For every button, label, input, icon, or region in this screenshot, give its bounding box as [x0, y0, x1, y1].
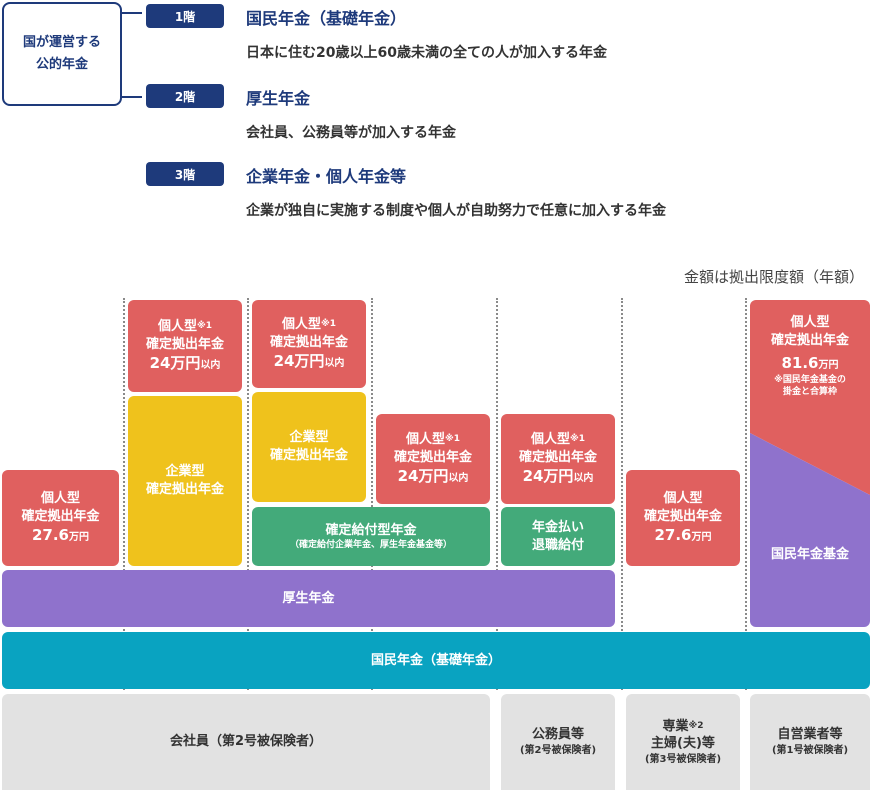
company-employee-group: 会社員（第2号被保険者）: [2, 694, 490, 790]
defined-benefit-block: 確定給付型年金 （確定給付企業年金、厚生年金基金等）: [252, 507, 490, 566]
tier-1-desc: 日本に住む20歳以上60歳未満の全ての人が加入する年金: [246, 45, 607, 61]
corporate-dc-block-column3: 企業型 確定拠出年金: [252, 392, 366, 502]
self-employed-combined-block: 個人型 確定拠出年金 81.6万円 ※国民年金基金の 掛金と合算枠 国民年金基金: [750, 300, 870, 627]
national-pension-fund-label: 国民年金基金: [770, 547, 849, 562]
ideco-area: [750, 300, 870, 495]
tier-2-badge: 2階: [146, 84, 224, 108]
amount-note: 金額は拠出限度額（年額）: [683, 268, 864, 286]
tier-2-title: 厚生年金: [246, 89, 311, 108]
column-divider: [621, 298, 623, 690]
civil-servant-group: 公務員等 (第2号被保険者): [501, 694, 615, 790]
column-divider: [496, 298, 498, 690]
column-divider: [123, 298, 125, 690]
national-pension-block: 国民年金（基礎年金）: [2, 632, 870, 689]
national-pension-fund-area: [750, 433, 870, 627]
tier-3-title: 企業年金・個人年金等: [246, 167, 407, 186]
connector-line: [122, 96, 142, 98]
annuity-retirement-benefit-block: 年金払い 退職給付: [501, 507, 615, 566]
ideco-block-column5: 個人型※1 確定拠出年金 24万円以内: [501, 414, 615, 504]
connector-line: [122, 12, 142, 14]
dependent-spouse-group: 専業※2 主婦(夫)等 (第3号被保険者): [626, 694, 740, 790]
tier-2-desc: 会社員、公務員等が加入する年金: [246, 125, 456, 141]
ideco-block-column2: 個人型※1 確定拠出年金 24万円以内: [128, 300, 242, 392]
corporate-dc-block-column2: 企業型 確定拠出年金: [128, 396, 242, 566]
tier-1-title: 国民年金（基礎年金）: [246, 9, 407, 28]
tier-3-desc: 企業が独自に実施する制度や個人が自助努力で任意に加入する年金: [246, 203, 666, 219]
employees-pension-block: 厚生年金: [2, 570, 615, 627]
public-pension-label: 国が運営する 公的年金: [2, 2, 122, 106]
column-divider: [371, 298, 373, 690]
ideco-block-column6: 個人型 確定拠出年金 27.6万円: [626, 470, 740, 566]
self-employed-group: 自営業者等 (第1号被保険者): [750, 694, 870, 790]
ideco-block-column1: 個人型 確定拠出年金 27.6万円: [2, 470, 119, 566]
split-shape: [750, 300, 870, 627]
ideco-block-column4: 個人型※1 確定拠出年金 24万円以内: [376, 414, 490, 504]
column-divider: [745, 298, 747, 690]
ideco-block-column3: 個人型※1 確定拠出年金 24万円以内: [252, 300, 366, 388]
ideco-block-column7: 個人型 確定拠出年金 81.6万円 ※国民年金基金の 掛金と合算枠: [770, 315, 849, 397]
column-divider: [247, 298, 249, 690]
tier-3-badge: 3階: [146, 162, 224, 186]
tier-1-badge: 1階: [146, 4, 224, 28]
